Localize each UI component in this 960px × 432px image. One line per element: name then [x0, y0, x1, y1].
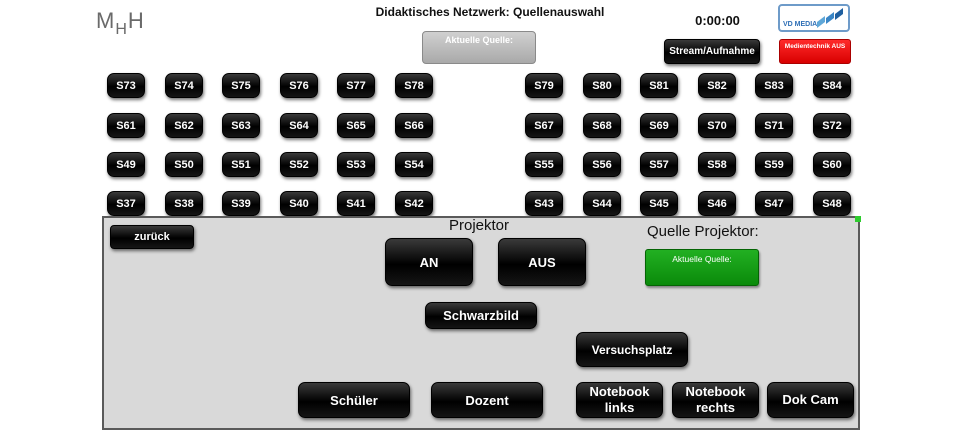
seat-button[interactable]: S75: [222, 73, 260, 98]
seat-button[interactable]: S59: [755, 152, 793, 177]
seat-button[interactable]: S67: [525, 113, 563, 138]
seat-button[interactable]: S69: [640, 113, 678, 138]
logo-letter-h2: H: [127, 8, 145, 33]
seat-button[interactable]: S58: [698, 152, 736, 177]
lecturer-source-button[interactable]: Dozent: [431, 382, 543, 418]
seat-button[interactable]: S65: [337, 113, 375, 138]
seat-button[interactable]: S83: [755, 73, 793, 98]
seat-button[interactable]: S60: [813, 152, 851, 177]
test-station-button[interactable]: Versuchsplatz: [576, 332, 688, 367]
seat-button[interactable]: S38: [165, 191, 203, 216]
projector-current-source: Aktuelle Quelle:: [645, 249, 759, 286]
logo-letter-m: M: [96, 8, 116, 33]
projector-source-label: Quelle Projektor:: [647, 223, 759, 240]
seat-button[interactable]: S78: [395, 73, 433, 98]
seat-button[interactable]: S49: [107, 152, 145, 177]
seat-button[interactable]: S46: [698, 191, 736, 216]
student-source-button[interactable]: Schüler: [298, 382, 410, 418]
seat-button[interactable]: S50: [165, 152, 203, 177]
document-camera-button[interactable]: Dok Cam: [767, 382, 854, 418]
seat-button[interactable]: S51: [222, 152, 260, 177]
seat-button[interactable]: S45: [640, 191, 678, 216]
seat-button[interactable]: S57: [640, 152, 678, 177]
seat-button[interactable]: S56: [583, 152, 621, 177]
vd-media-logo: VD MEDIA: [778, 4, 850, 32]
notebook-right-button[interactable]: Notebook rechts: [672, 382, 759, 418]
seat-button[interactable]: S61: [107, 113, 145, 138]
seat-button[interactable]: S55: [525, 152, 563, 177]
seat-button[interactable]: S37: [107, 191, 145, 216]
seat-button[interactable]: S84: [813, 73, 851, 98]
seat-button[interactable]: S39: [222, 191, 260, 216]
status-indicator: [855, 216, 861, 222]
seat-button[interactable]: S72: [813, 113, 851, 138]
seat-button[interactable]: S62: [165, 113, 203, 138]
current-source-display: Aktuelle Quelle:: [422, 31, 536, 64]
seat-button[interactable]: S76: [280, 73, 318, 98]
seat-button[interactable]: S66: [395, 113, 433, 138]
projector-label: Projektor: [449, 217, 510, 234]
projector-off-button[interactable]: AUS: [498, 238, 586, 286]
seat-button[interactable]: S74: [165, 73, 203, 98]
media-technology-off-button[interactable]: Medientechnik AUS: [779, 39, 851, 64]
seat-button[interactable]: S82: [698, 73, 736, 98]
seat-button[interactable]: S77: [337, 73, 375, 98]
seat-button[interactable]: S52: [280, 152, 318, 177]
blank-screen-button[interactable]: Schwarzbild: [425, 302, 537, 329]
projector-on-button[interactable]: AN: [385, 238, 473, 286]
seat-button[interactable]: S71: [755, 113, 793, 138]
seat-button[interactable]: S43: [525, 191, 563, 216]
page-title: Didaktisches Netzwerk: Quellenauswahl: [375, 5, 605, 19]
seat-button[interactable]: S79: [525, 73, 563, 98]
seat-button[interactable]: S64: [280, 113, 318, 138]
seat-button[interactable]: S48: [813, 191, 851, 216]
seat-button[interactable]: S42: [395, 191, 433, 216]
seat-button[interactable]: S81: [640, 73, 678, 98]
mhh-logo: MHH: [96, 8, 145, 38]
seat-button[interactable]: S53: [337, 152, 375, 177]
seat-button[interactable]: S41: [337, 191, 375, 216]
vd-media-text: VD MEDIA: [783, 21, 818, 28]
seat-button[interactable]: S54: [395, 152, 433, 177]
seat-button[interactable]: S40: [280, 191, 318, 216]
clock: 0:00:00: [695, 13, 740, 28]
seat-button[interactable]: S73: [107, 73, 145, 98]
stream-recording-button[interactable]: Stream/Aufnahme: [664, 39, 760, 64]
vd-media-cube-icon: [817, 8, 843, 28]
logo-letter-h1: H: [115, 21, 128, 38]
seat-button[interactable]: S80: [583, 73, 621, 98]
back-button[interactable]: zurück: [110, 225, 194, 249]
seat-button[interactable]: S44: [583, 191, 621, 216]
notebook-left-button[interactable]: Notebook links: [576, 382, 663, 418]
seat-button[interactable]: S47: [755, 191, 793, 216]
seat-button[interactable]: S70: [698, 113, 736, 138]
seat-button[interactable]: S63: [222, 113, 260, 138]
seat-button[interactable]: S68: [583, 113, 621, 138]
